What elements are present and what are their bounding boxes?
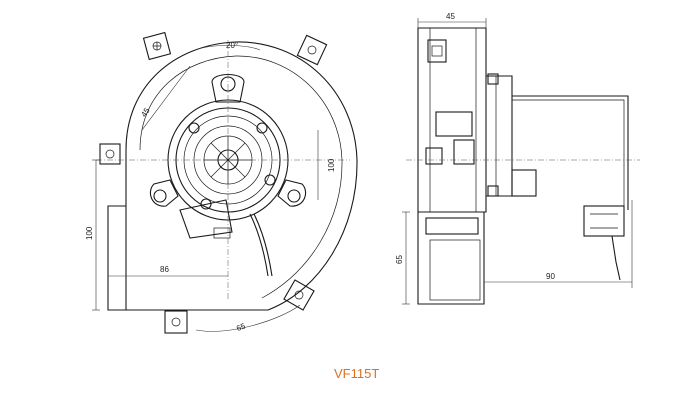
dim-depth-label: 45: [446, 12, 455, 21]
fan-outlet: [107, 205, 176, 311]
dim-angle-label: 20°: [226, 41, 238, 50]
front-view: 20° 45 100 86 65 100: [85, 31, 358, 334]
dim-height-label: 100: [85, 226, 94, 240]
fan-housing-outline: [125, 41, 358, 311]
mounting-lug-bottom: [164, 310, 188, 334]
front-dimensions: 20° 45 100 86 65 100: [85, 41, 336, 333]
connector: [583, 205, 625, 237]
mounting-lug-top-left: [142, 31, 172, 61]
mounting-lug-top-right: [296, 34, 328, 66]
dim-right-height-label: 100: [327, 158, 336, 172]
side-housing: [417, 27, 487, 213]
side-outlet: [417, 212, 485, 305]
side-cable: [512, 95, 629, 210]
side-dimensions: 45 65 90: [395, 12, 633, 305]
model-label: VF115T: [334, 366, 380, 381]
side-view: 45 65 90: [395, 12, 640, 305]
dim-cable-label: 90: [546, 272, 555, 281]
dim-bottom-radius-label: 65: [235, 321, 247, 333]
mounting-lug-bottom-right: [283, 279, 315, 311]
dim-offset-label: 86: [160, 265, 169, 274]
dim-side-height-label: 65: [395, 255, 404, 264]
mounting-lug-left: [99, 143, 121, 165]
motor-cable: [249, 213, 273, 277]
dim-radius-label: 45: [139, 106, 152, 119]
